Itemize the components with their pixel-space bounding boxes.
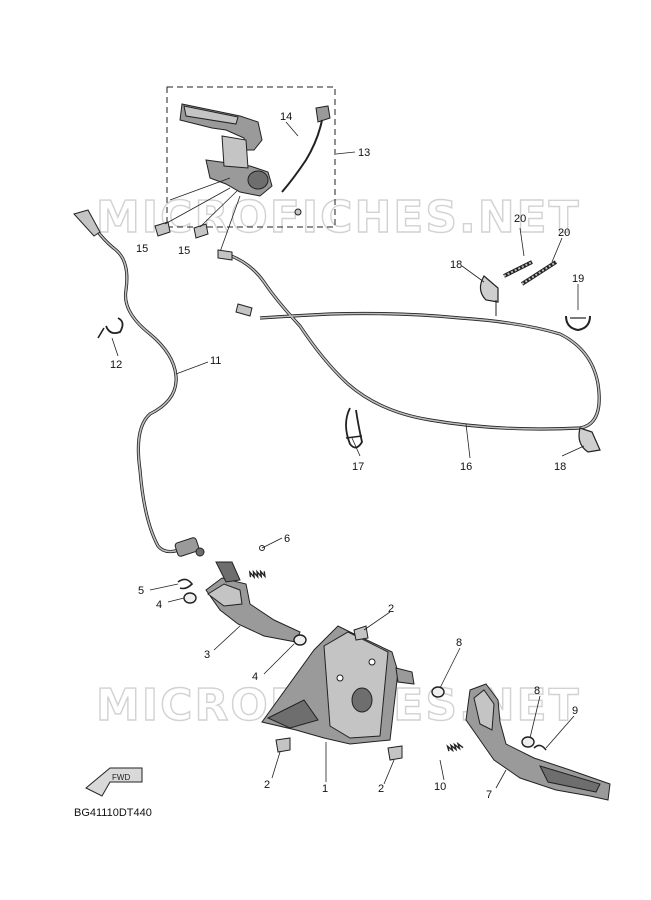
cable-16-end-lower <box>235 303 253 317</box>
brake-lever-assembly[interactable] <box>179 103 273 197</box>
pedal-7[interactable] <box>465 683 611 801</box>
callout-15-left: 15 <box>136 243 148 255</box>
callout-16: 16 <box>460 461 472 473</box>
cable-16[interactable] <box>225 252 601 431</box>
spring-6[interactable] <box>248 545 267 584</box>
holder-18-upper[interactable] <box>479 275 499 316</box>
callout-11: 11 <box>210 355 221 367</box>
cable-11-end-upper <box>73 209 101 237</box>
callout-13: 13 <box>358 147 370 159</box>
callout-18-lower: 18 <box>554 461 566 473</box>
pin-9[interactable] <box>533 744 547 751</box>
callout-17: 17 <box>352 461 364 473</box>
callout-1: 1 <box>322 783 328 795</box>
callout-8-lower: 8 <box>534 685 540 697</box>
bolt-2-right[interactable] <box>387 745 403 761</box>
fwd-arrow-icon: FWD <box>85 767 143 797</box>
clip-5[interactable] <box>177 578 194 590</box>
assembly-13-dashed-box <box>166 86 336 228</box>
spring-10[interactable] <box>446 741 464 756</box>
clip-19[interactable] <box>565 315 591 332</box>
cable-11-end-lower <box>174 537 205 557</box>
callout-2-right: 2 <box>378 783 384 795</box>
callout-14: 14 <box>280 111 292 123</box>
switch-sensor-part[interactable] <box>281 105 331 216</box>
callout-12: 12 <box>110 359 122 371</box>
callout-8-upper: 8 <box>456 637 462 649</box>
callout-2-top: 2 <box>388 603 394 615</box>
callout-18-upper: 18 <box>450 259 462 271</box>
callout-4-upper: 4 <box>156 599 162 611</box>
callout-9: 9 <box>572 705 578 717</box>
cable-16-end-upper <box>217 249 233 261</box>
callout-10: 10 <box>434 781 446 793</box>
clamp-12[interactable] <box>97 317 124 339</box>
holder-18-lower[interactable] <box>578 427 601 453</box>
washer-4-upper[interactable] <box>183 592 197 604</box>
callout-3: 3 <box>204 649 210 661</box>
bolt-2-top[interactable] <box>353 625 369 641</box>
callout-5: 5 <box>138 585 144 597</box>
washer-8-lower[interactable] <box>521 736 535 748</box>
callout-7: 7 <box>486 789 492 801</box>
callout-20-upper: 20 <box>514 213 526 225</box>
washer-4-lower[interactable] <box>293 634 307 646</box>
bracket-1[interactable] <box>261 625 415 745</box>
callout-4-lower: 4 <box>252 671 258 683</box>
lever-3[interactable] <box>205 561 301 643</box>
callout-19: 19 <box>572 273 584 285</box>
diagram-code: BG41110DT440 <box>74 807 152 819</box>
callout-6: 6 <box>284 533 290 545</box>
callout-15-right: 15 <box>178 245 190 257</box>
band-20-lower[interactable] <box>520 260 558 286</box>
watermark-top: MICROFICHES.NET <box>96 192 581 243</box>
band-20-upper[interactable] <box>503 260 533 278</box>
callout-2-left: 2 <box>264 779 270 791</box>
fwd-arrow-label: FWD <box>112 773 130 782</box>
callout-20-lower: 20 <box>558 227 570 239</box>
cable-11[interactable] <box>82 211 185 554</box>
bolt-2-left[interactable] <box>275 737 291 753</box>
washer-8-upper[interactable] <box>431 686 445 698</box>
bolt-15-left[interactable] <box>154 221 171 237</box>
